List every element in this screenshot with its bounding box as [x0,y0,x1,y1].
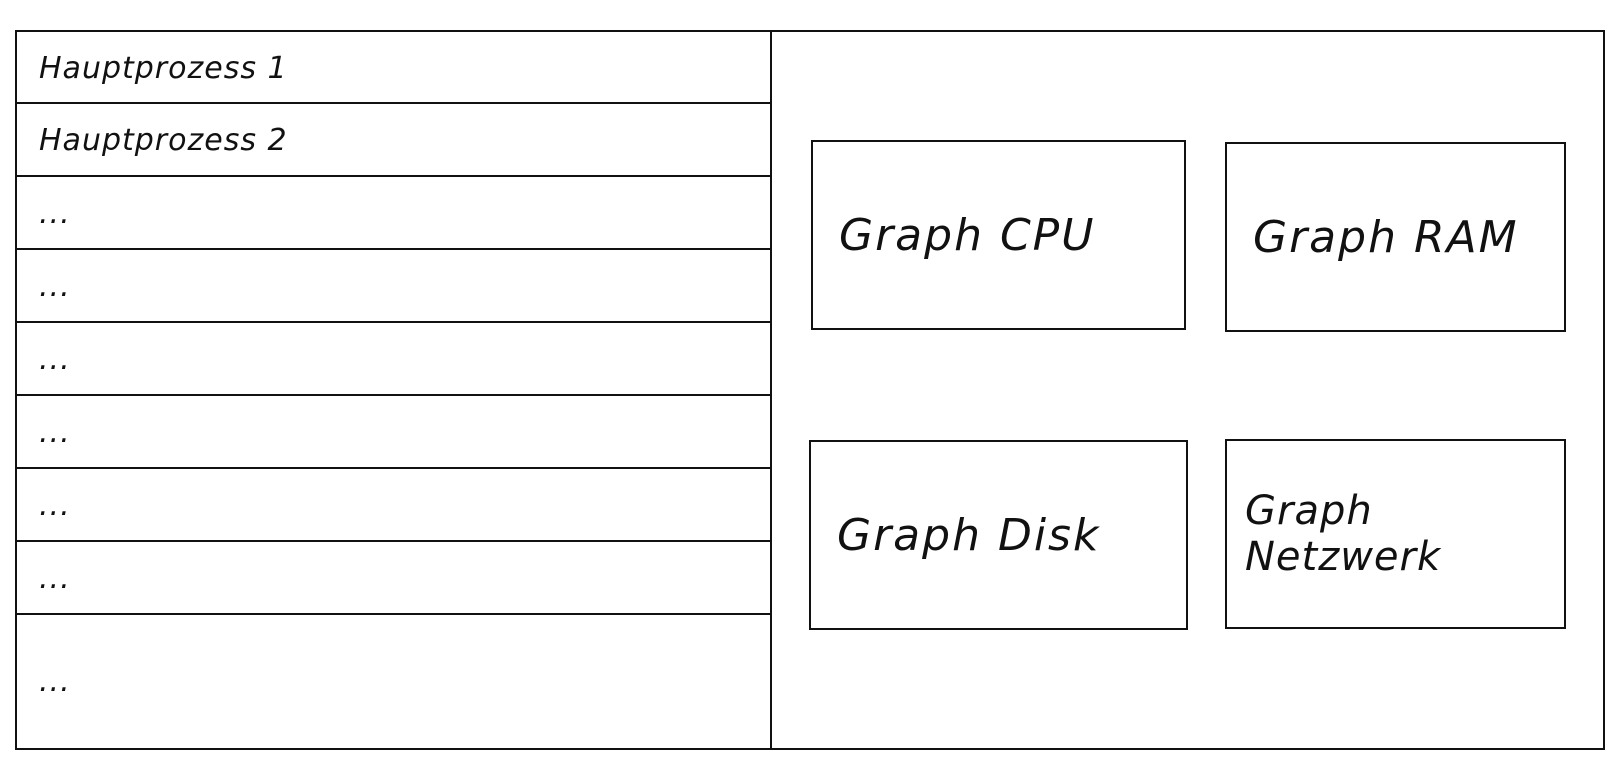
row-divider [17,321,771,323]
ram-graph: Graph RAM [1225,142,1566,332]
task-manager-window: Hauptprozess 1 Hauptprozess 2 ... ... ..… [15,30,1605,750]
cpu-graph: Graph CPU [811,140,1186,330]
process-list: Hauptprozess 1 Hauptprozess 2 ... ... ..… [17,32,771,748]
row-divider [17,394,771,396]
network-graph: Graph Netzwerk [1225,439,1566,629]
process-row[interactable]: Hauptprozess 2 [39,122,288,158]
row-divider [17,613,771,615]
process-row[interactable]: ... [39,195,71,231]
row-divider [17,248,771,250]
process-row[interactable]: ... [39,268,71,304]
process-row[interactable]: ... [39,414,71,450]
row-divider [17,467,771,469]
process-row[interactable]: ... [39,487,71,523]
panel-divider [770,32,772,748]
row-divider [17,175,771,177]
process-row[interactable]: ... [39,560,71,596]
disk-graph: Graph Disk [809,440,1188,630]
process-row[interactable]: ... [39,341,71,377]
row-divider [17,540,771,542]
row-divider [17,102,771,104]
process-row[interactable]: ... [39,664,71,699]
process-row[interactable]: Hauptprozess 1 [39,50,288,86]
